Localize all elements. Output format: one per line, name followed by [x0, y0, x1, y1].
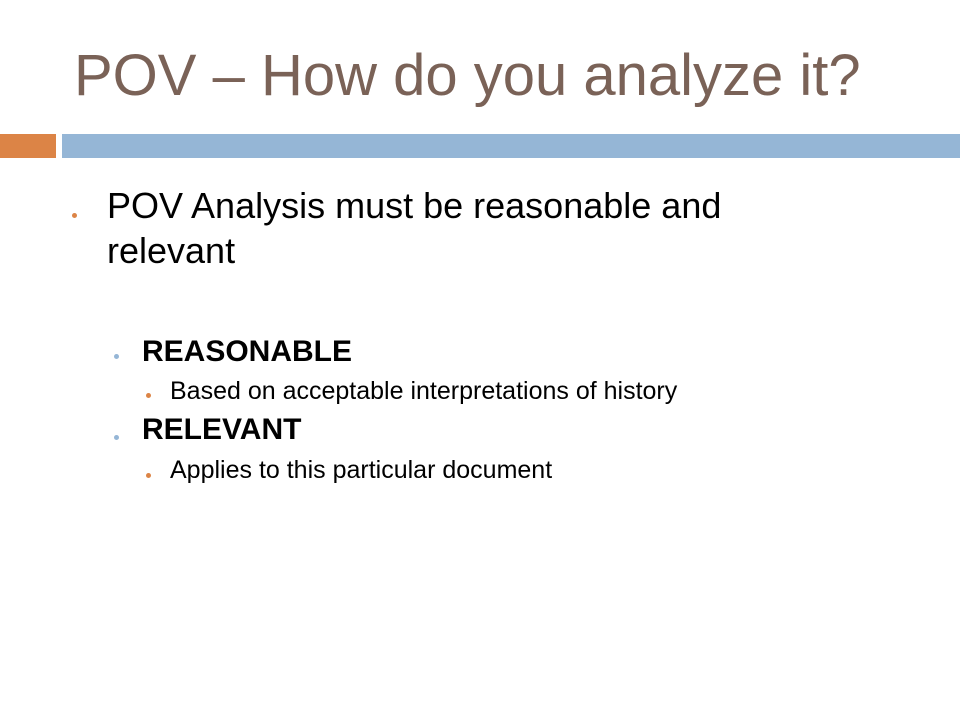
relevant-detail: Applies to this particular document [170, 456, 553, 484]
main-bullet-line-2: relevant [107, 230, 236, 271]
relevant-heading: RELEVANT [142, 413, 302, 446]
main-bullet-text: POV Analysis must be reasonable and rele… [107, 183, 721, 273]
reasonable-heading: REASONABLE [142, 335, 353, 368]
bullet-dot-icon [72, 213, 77, 218]
slide-title: POV – How do you analyze it? [74, 43, 861, 108]
accent-bar [0, 134, 56, 158]
main-bullet-line-1: POV Analysis must be reasonable and [107, 185, 722, 226]
bullet-dot-icon [146, 393, 151, 398]
bullet-dot-icon [146, 473, 151, 478]
reasonable-detail: Based on acceptable interpretations of h… [170, 377, 678, 405]
title-rule-bar [62, 134, 960, 158]
bullet-dot-icon [114, 354, 119, 359]
bullet-dot-icon [114, 435, 119, 440]
